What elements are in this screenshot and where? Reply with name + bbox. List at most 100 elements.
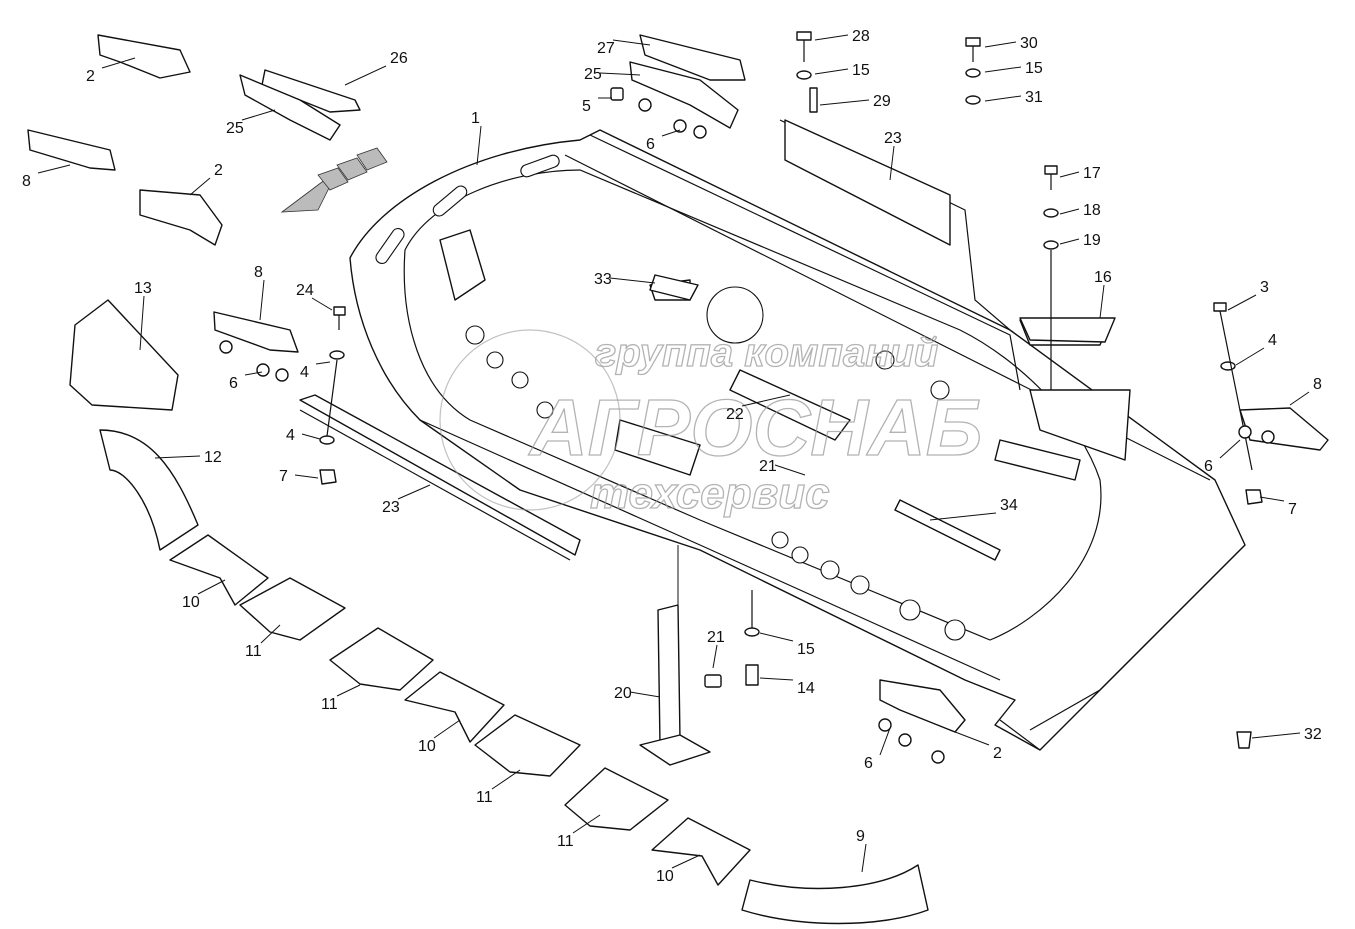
callout-leader <box>37 164 71 174</box>
callout-leader <box>814 68 849 75</box>
callout-number: 6 <box>229 375 238 392</box>
callout-leader <box>1059 238 1080 245</box>
skid-plates <box>69 299 929 925</box>
callout-number: 3 <box>1260 279 1269 296</box>
callout-leader <box>572 814 601 834</box>
watermark-gear <box>439 329 621 511</box>
watermark-line2: АГРОСНАБ <box>528 383 982 472</box>
callout-number: 1 <box>471 110 480 127</box>
callout-number: 7 <box>1288 501 1297 518</box>
callout-leader <box>260 624 281 644</box>
callout-number: 15 <box>852 62 870 79</box>
callout-leader <box>861 843 867 873</box>
callout-leader <box>929 512 997 521</box>
callout-leader <box>612 39 651 46</box>
callout-number: 17 <box>1083 165 1101 182</box>
callout-number: 6 <box>1204 458 1213 475</box>
callout-leader <box>244 371 263 376</box>
callout-number: 15 <box>1025 60 1043 77</box>
callout-leader <box>671 854 701 869</box>
callout-number: 26 <box>390 50 408 67</box>
callout-number: 29 <box>873 93 891 110</box>
callout-leader <box>759 632 794 642</box>
callout-number: 20 <box>614 685 632 702</box>
callout-number: 7 <box>279 468 288 485</box>
callout-leader <box>101 57 136 69</box>
callout-leader <box>301 433 321 440</box>
callout-leader <box>949 729 990 746</box>
callout-leader <box>344 65 387 86</box>
callout-leader <box>1259 496 1285 502</box>
callout-leader <box>741 394 791 407</box>
callout-number: 9 <box>856 828 865 845</box>
callout-number: 5 <box>582 98 591 115</box>
callout-number: 11 <box>321 696 338 713</box>
callout-number: 6 <box>646 136 655 153</box>
callout-leader <box>879 727 891 756</box>
callout-leader <box>491 769 521 790</box>
callout-leader <box>154 455 201 459</box>
callout-leader <box>1251 732 1301 739</box>
watermark-line3: техсервис <box>590 469 830 518</box>
callout-number: 15 <box>797 641 815 658</box>
callout-number: 8 <box>254 264 263 281</box>
callout-number: 27 <box>597 40 615 57</box>
callouts: 2262582272556281529301531231171819161382… <box>22 28 1322 885</box>
callout-leader <box>1099 284 1105 319</box>
callout-number: 11 <box>476 789 493 806</box>
callout-number: 24 <box>296 282 314 299</box>
callout-leader <box>984 95 1022 102</box>
callout-leader <box>311 297 333 311</box>
callout-number: 14 <box>797 680 815 697</box>
callout-number: 23 <box>884 130 902 147</box>
callout-leader <box>336 684 361 697</box>
callout-leader <box>889 145 895 181</box>
callout-number: 8 <box>1313 376 1322 393</box>
callout-leader <box>189 177 211 196</box>
callout-leader <box>984 66 1022 73</box>
callout-leader <box>1235 347 1265 366</box>
callout-leader <box>984 41 1017 48</box>
callout-number: 4 <box>286 427 295 444</box>
callout-leader <box>294 474 319 479</box>
callout-leader <box>1289 391 1310 406</box>
callout-leader <box>197 579 226 595</box>
callout-leader <box>241 109 276 121</box>
callout-number: 11 <box>245 643 262 660</box>
fasteners <box>219 31 1275 764</box>
direction-arrow <box>280 147 388 213</box>
callout-leader <box>139 295 145 351</box>
callout-number: 25 <box>584 66 602 83</box>
callout-leader <box>774 464 806 476</box>
callout-leader <box>315 361 331 365</box>
callout-number: 34 <box>1000 497 1018 514</box>
callout-leader <box>476 125 482 166</box>
callout-number: 6 <box>864 755 873 772</box>
callout-number: 21 <box>759 458 777 475</box>
callout-number: 4 <box>300 364 309 381</box>
callout-leader <box>609 277 656 284</box>
brackets <box>27 34 1329 733</box>
callout-leader <box>819 99 870 106</box>
callout-leader <box>814 34 849 41</box>
callout-number: 18 <box>1083 202 1101 219</box>
callout-number: 23 <box>382 499 400 516</box>
callout-leader <box>599 72 641 76</box>
callout-number: 16 <box>1094 269 1112 286</box>
callout-leader <box>259 279 265 321</box>
callout-leader <box>759 677 794 681</box>
support-stand <box>639 545 722 766</box>
callout-leader <box>1059 208 1080 215</box>
callout-number: 4 <box>1268 332 1277 349</box>
callout-number: 10 <box>418 738 436 755</box>
callout-number: 22 <box>726 406 744 423</box>
callout-leader <box>629 691 661 698</box>
callout-number: 2 <box>214 162 223 179</box>
callout-number: 2 <box>86 68 95 85</box>
callout-number: 10 <box>656 868 674 885</box>
callout-leader <box>661 129 681 137</box>
callout-number: 13 <box>134 280 152 297</box>
callout-leader <box>1227 294 1257 311</box>
